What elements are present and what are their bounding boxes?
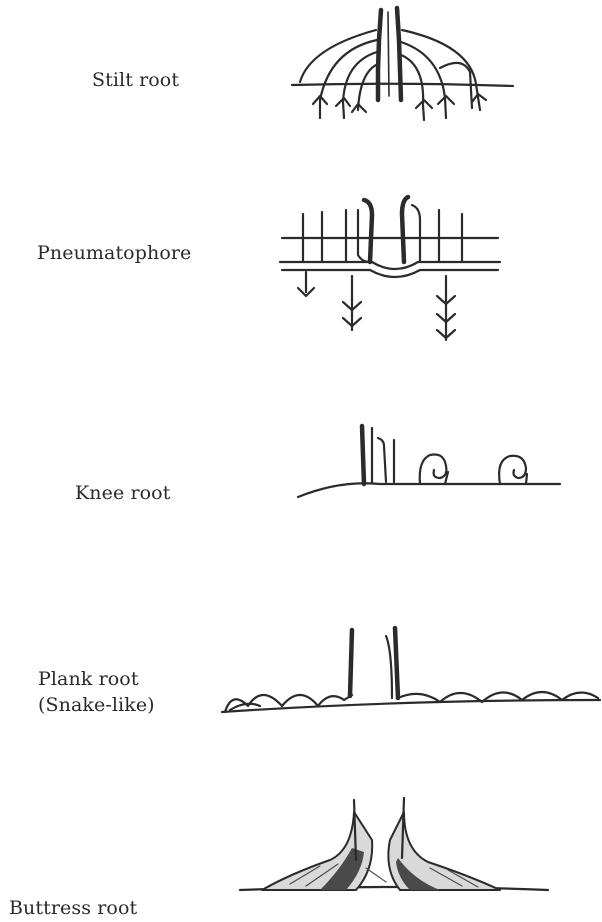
pneumatophore-drawing xyxy=(280,197,500,340)
plank-root-drawing xyxy=(222,628,600,712)
knee-root-drawing xyxy=(298,426,560,497)
stilt-root-drawing xyxy=(292,8,513,120)
buttress-root-drawing xyxy=(240,798,548,890)
